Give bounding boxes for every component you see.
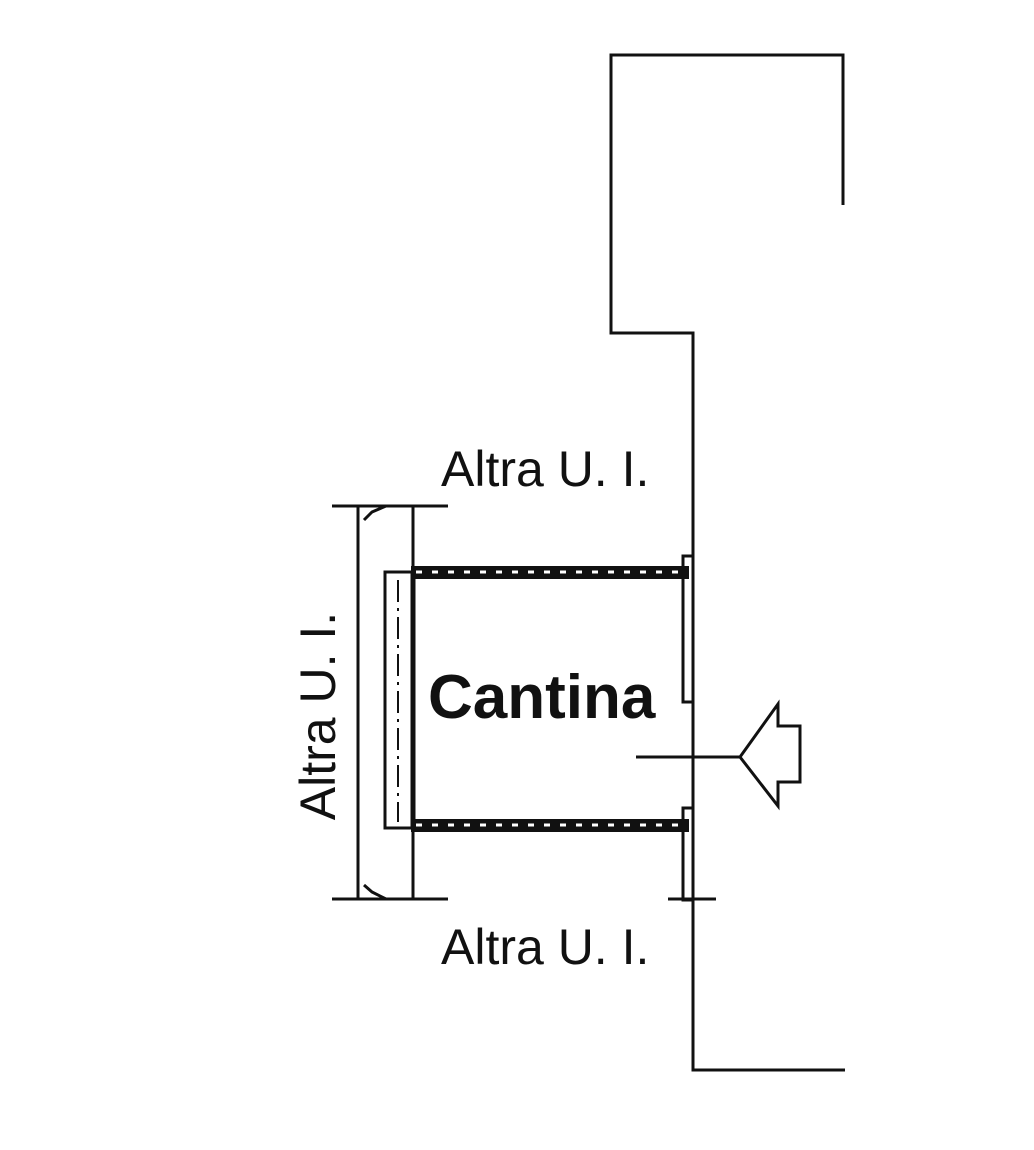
bottom-unit-label: Altra U. I. xyxy=(441,919,649,975)
room-label: Cantina xyxy=(428,663,656,732)
left-pillar xyxy=(383,570,415,830)
entrance-arrow-icon xyxy=(636,699,802,811)
left-unit-label: Altra U. I. xyxy=(290,612,346,820)
building-outline xyxy=(609,53,845,1072)
bottom-unit-boundary xyxy=(332,828,716,901)
top-unit-boundary xyxy=(332,504,448,572)
cellar-room xyxy=(383,554,695,902)
top-unit-label: Altra U. I. xyxy=(441,441,649,497)
right-wall-top xyxy=(681,554,695,704)
right-wall-bottom xyxy=(681,806,695,902)
